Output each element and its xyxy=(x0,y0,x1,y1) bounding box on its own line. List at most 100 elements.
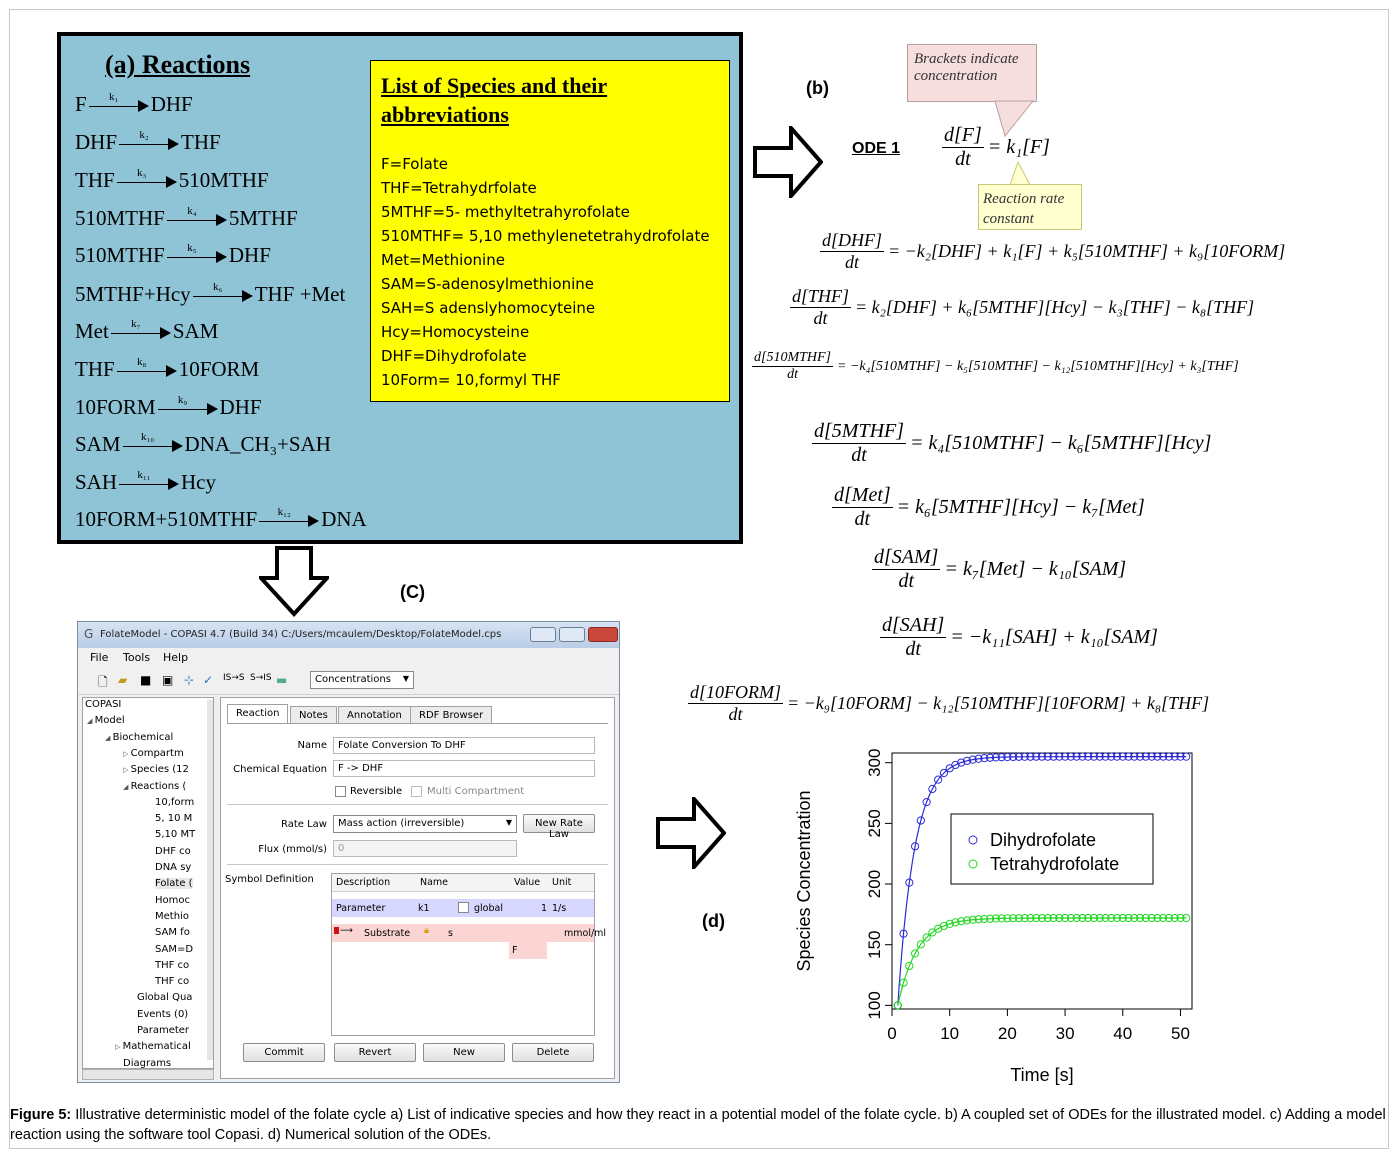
derivative-denominator: dt xyxy=(955,148,971,170)
reaction-rhs: 5MTHF xyxy=(228,206,298,230)
substrate-value: F xyxy=(512,945,518,956)
tree-item[interactable]: 5,10 MT xyxy=(155,829,196,841)
symbol-definition-table[interactable]: Description Name Value Unit Parameter k1… xyxy=(331,873,606,1036)
callout-pointer-icon xyxy=(995,100,1035,138)
toolbar: 🗋 ▰ ■ ▣ ⊹ ✓ IS→S S→IS ▬ Concentrations▼ xyxy=(78,666,619,695)
symbol-definition-label: Symbol Definition xyxy=(225,874,314,885)
reversible-checkbox[interactable] xyxy=(335,786,346,797)
series-point xyxy=(957,917,966,926)
multi-compartment-checkbox[interactable] xyxy=(411,786,422,797)
legend-marker xyxy=(968,835,978,845)
tree-item[interactable]: Parameter xyxy=(137,1025,190,1036)
series-point xyxy=(916,816,925,825)
tree-expander-icon: ◢ xyxy=(123,782,131,791)
tree-item[interactable]: DNA sy xyxy=(155,862,192,873)
equation-rhs: = −k₂[DHF] + k₁[F] + k₅[510MTHF] + k₉[10… xyxy=(888,241,1286,261)
tree-item[interactable]: Diagrams xyxy=(123,1057,172,1069)
tree-item[interactable]: 5, 10 M xyxy=(155,813,193,825)
is-to-s-icon[interactable]: IS→S xyxy=(223,673,245,683)
delete-button[interactable]: Delete xyxy=(512,1043,594,1062)
revert-button[interactable]: Revert xyxy=(334,1043,416,1062)
col-description: Description xyxy=(336,877,391,888)
chemical-equation-field[interactable]: F -> DHF xyxy=(333,760,595,777)
tree-item[interactable]: SAM=D xyxy=(155,943,194,955)
tab-annotation[interactable]: Annotation xyxy=(338,706,411,724)
tree-item[interactable]: ▷ Compartm xyxy=(123,747,184,759)
param-description: Parameter xyxy=(336,903,386,914)
global-checkbox[interactable] xyxy=(458,902,469,913)
new-rate-law-button[interactable]: New Rate Law xyxy=(523,814,595,840)
tree-item[interactable]: COPASI xyxy=(85,699,122,710)
tree-item[interactable]: ◢ Model xyxy=(87,715,125,727)
rate-law-dropdown[interactable]: Mass action (irreversible)▼ xyxy=(333,815,517,833)
brackets-callout: Brackets indicate concentration xyxy=(907,44,1037,102)
reaction-rhs: 10FORM xyxy=(178,357,260,381)
series-point xyxy=(951,760,960,770)
substrate-row[interactable] xyxy=(332,924,594,942)
tree-vertical-scrollbar[interactable] xyxy=(207,700,213,1060)
save-icon[interactable]: ■ xyxy=(140,673,152,687)
new-button[interactable]: New xyxy=(423,1043,505,1062)
tree-item[interactable]: Folate ( xyxy=(155,878,193,890)
tree-item[interactable]: Homoc xyxy=(155,894,190,906)
check-icon[interactable]: ✓ xyxy=(203,673,214,687)
units-dropdown[interactable]: Concentrations▼ xyxy=(310,671,414,689)
tree-item[interactable]: ◢ Reactions ( xyxy=(123,780,187,792)
tree-item[interactable]: THF co xyxy=(155,959,190,971)
series-point xyxy=(1118,752,1127,761)
maximize-button[interactable] xyxy=(559,627,585,642)
series-point xyxy=(1141,913,1150,923)
ode-equation-1: d[F]dt= k₁[F] xyxy=(942,124,1050,171)
species-item: Met=Methionine xyxy=(381,251,505,269)
menu-help[interactable]: Help xyxy=(163,651,189,664)
tree-item[interactable]: THF co xyxy=(155,976,190,988)
tree-horizontal-scrollbar[interactable] xyxy=(82,1069,214,1080)
substrate-value-cell[interactable] xyxy=(509,942,547,959)
tree-item[interactable]: SAM fo xyxy=(155,927,190,939)
reaction-rhs: DNA xyxy=(321,507,367,531)
series-point xyxy=(985,753,995,762)
caption-label: Figure 5: xyxy=(10,1107,72,1123)
series-point xyxy=(1055,752,1064,761)
reaction-lhs: F xyxy=(75,92,87,116)
tab-reaction[interactable]: Reaction xyxy=(227,704,289,724)
commit-button[interactable]: Commit xyxy=(243,1043,325,1062)
derivative-numerator: d[5MTHF] xyxy=(812,420,907,444)
tree-item[interactable]: 10,form xyxy=(155,796,195,808)
tree-item[interactable]: ▷ Species (12 xyxy=(123,764,189,776)
name-field[interactable]: Folate Conversion To DHF xyxy=(333,737,595,754)
keyboard-icon[interactable]: ▬ xyxy=(276,673,288,687)
ode-equation-5: d[5MTHF]dt= k₄[510MTHF] − k₆[5MTHF][Hcy] xyxy=(812,420,1211,467)
equation-rhs: = −k₉[10FORM] − k₁₂[510MTHF][10FORM] + k… xyxy=(787,693,1210,713)
series-point xyxy=(910,842,920,851)
series-point xyxy=(1130,913,1139,923)
s-to-is-icon[interactable]: S→IS xyxy=(250,673,272,683)
tree-item[interactable]: ◢ Biochemical xyxy=(105,731,174,743)
tree-item[interactable]: Methio xyxy=(155,910,189,922)
new-file-icon[interactable]: 🗋 xyxy=(98,675,108,689)
slider-icon[interactable]: ⊹ xyxy=(184,673,195,687)
rate-constant: k₆ xyxy=(213,281,223,294)
tab-notes[interactable]: Notes xyxy=(290,706,337,724)
tree-item[interactable]: Global Qua xyxy=(137,992,193,1004)
tree-item[interactable]: Events (0) xyxy=(137,1008,189,1020)
tree-item[interactable]: DHF co xyxy=(155,845,191,857)
menu-tools[interactable]: Tools xyxy=(123,651,151,664)
series-point xyxy=(1014,752,1024,761)
close-button[interactable] xyxy=(588,627,618,642)
x-tick-label: 10 xyxy=(940,1024,959,1043)
tree-item[interactable]: ▷ Mathematical xyxy=(115,1041,191,1053)
menu-file[interactable]: File xyxy=(90,651,109,664)
series-point xyxy=(1147,913,1156,923)
series-point xyxy=(1089,752,1099,761)
series-point xyxy=(910,949,920,958)
series-point xyxy=(1020,914,1029,923)
minimize-button[interactable] xyxy=(530,627,556,642)
tab-rdf-browser[interactable]: RDF Browser xyxy=(410,706,493,724)
model-tree[interactable]: COPASI ◢ Model ◢ Biochemical ▷ Compartm ▷ Sp… xyxy=(82,697,214,1069)
import-icon[interactable]: ▣ xyxy=(162,673,174,687)
ode1-label: ODE 1 xyxy=(852,140,901,157)
series-point xyxy=(980,754,989,763)
open-folder-icon[interactable]: ▰ xyxy=(118,673,128,687)
